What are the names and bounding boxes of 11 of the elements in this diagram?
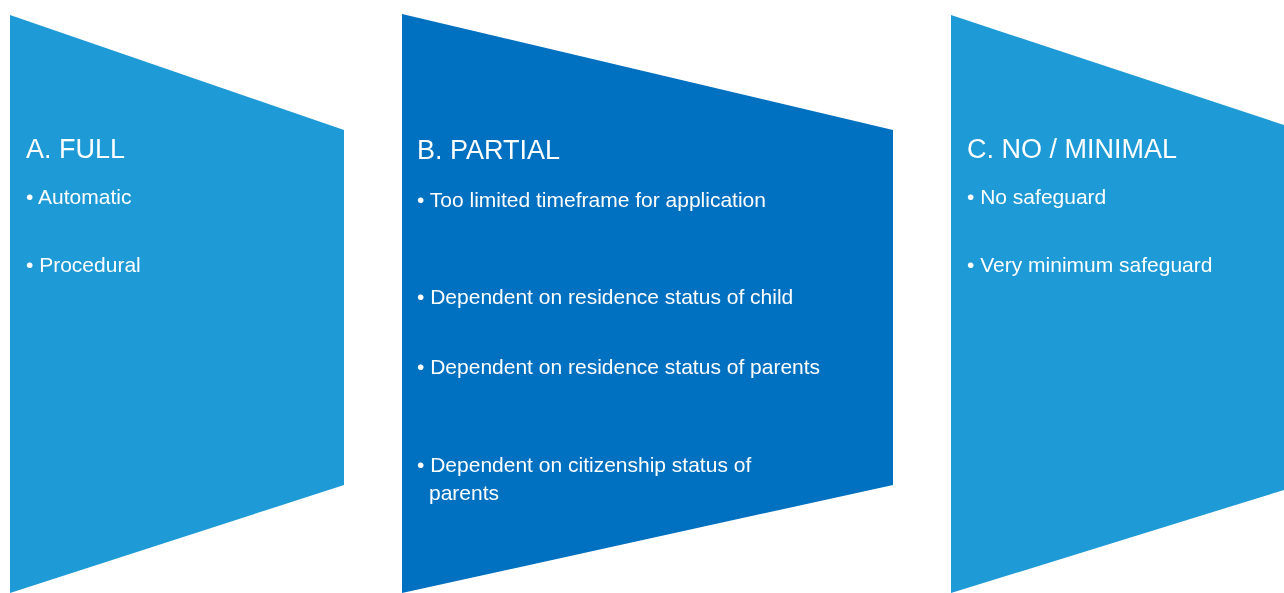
bullet-item: • Very minimum safeguard (967, 252, 1214, 278)
bullet-item: • Automatic (26, 184, 133, 210)
bullet-item: • Too limited timeframe for application (417, 187, 767, 213)
bullet-item: • No safeguard (967, 184, 1108, 210)
category-heading: A. FULL (26, 133, 126, 165)
bullet-item: • Procedural (26, 252, 142, 278)
bullet-item: • Dependent on residence status of parents (417, 354, 822, 380)
bullet-item: • Dependent on citizenship status of parents (417, 452, 753, 506)
bullet-item: • Dependent on residence status of child (417, 284, 795, 310)
category-heading: C. NO / MINIMAL (967, 133, 1177, 165)
category-heading: B. PARTIAL (417, 134, 561, 166)
